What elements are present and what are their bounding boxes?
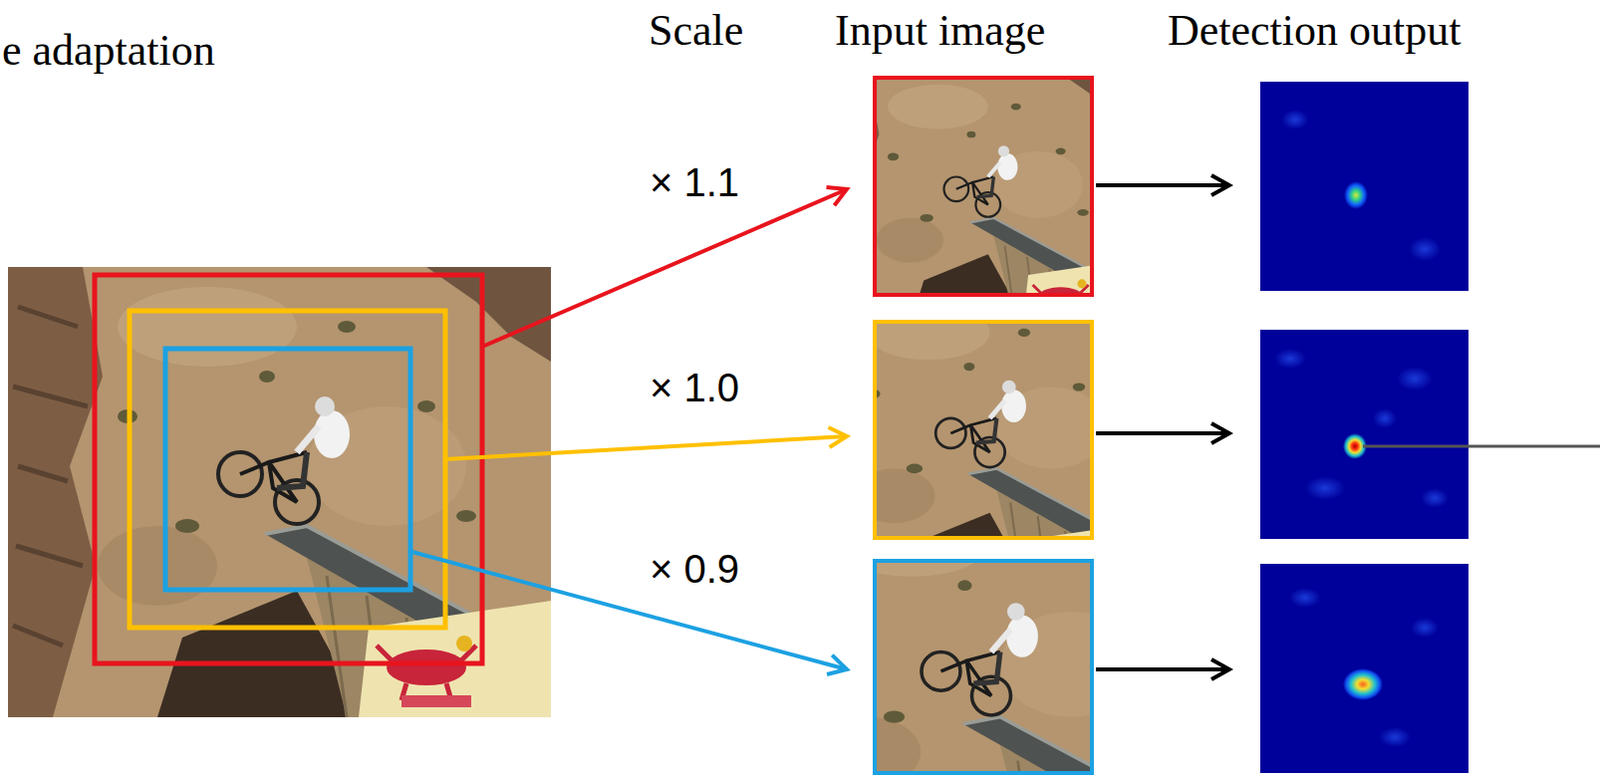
- scene-photo: [7, 266, 551, 718]
- input-crop: [735, 489, 1217, 778]
- leader-line: [1362, 445, 1600, 449]
- flow-arrow: [1095, 667, 1230, 672]
- column-heading: Input image: [834, 5, 1046, 57]
- scale-arrow: [445, 436, 847, 460]
- scale-factor: × 1.1: [649, 159, 740, 206]
- flow-arrow: [1095, 431, 1230, 436]
- flow-arrow: [1095, 183, 1230, 188]
- scale-factor: × 0.9: [649, 545, 740, 592]
- input-crop: [825, 73, 1130, 326]
- column-heading: Detection output: [1167, 5, 1462, 57]
- scale-arrow: [482, 189, 847, 347]
- column-heading: Scale: [648, 5, 744, 57]
- heatmap: [1260, 329, 1469, 539]
- crop-box-small: [165, 348, 411, 590]
- input-crop: [791, 291, 1165, 599]
- crop-box-medium: [129, 310, 446, 628]
- crop-box-large: [94, 274, 483, 664]
- section-heading: e adaptation: [1, 25, 216, 77]
- input-frame: [874, 77, 1092, 295]
- input-frame: [874, 560, 1092, 774]
- scale-arrow: [408, 550, 847, 670]
- heatmap: [1260, 563, 1469, 774]
- heatmap: [1260, 81, 1469, 291]
- scale-factor: × 1.0: [649, 364, 740, 411]
- input-frame: [874, 321, 1092, 538]
